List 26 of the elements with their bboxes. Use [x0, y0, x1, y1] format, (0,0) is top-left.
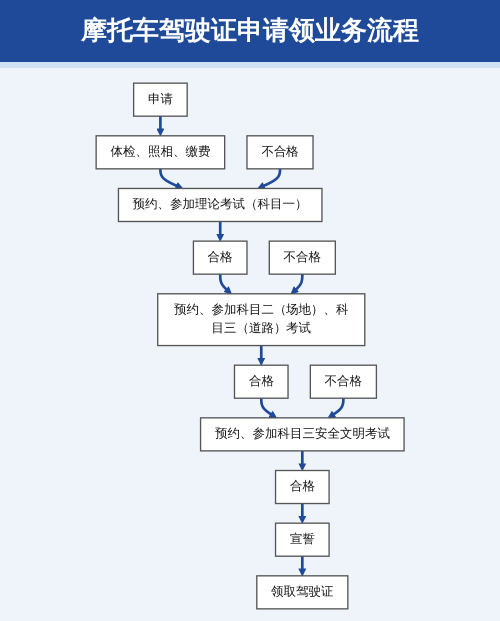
node-box: 申请 — [132, 82, 188, 117]
arrow — [257, 168, 282, 190]
node-box: 合格 — [274, 470, 330, 504]
arrow — [298, 556, 306, 576]
arrow — [260, 398, 277, 418]
node-box: 预约、参加科目二（场地）、科目三（道路）考试 — [156, 293, 366, 346]
arrow — [257, 346, 266, 366]
arrow — [218, 274, 232, 294]
arrow — [298, 450, 306, 471]
node-box: 宣誓 — [274, 522, 330, 557]
node-box: 不合格 — [246, 135, 314, 170]
node-box: 体检、照相、缴费 — [95, 135, 226, 170]
node-box: 不合格 — [268, 240, 336, 275]
arrow — [328, 398, 345, 418]
node-box: 合格 — [192, 240, 248, 275]
arrow — [216, 222, 224, 242]
arrow — [158, 168, 183, 190]
arrow — [156, 116, 164, 136]
node-box: 合格 — [234, 364, 289, 399]
node-box: 预约、参加理论考试（科目一） — [118, 188, 322, 222]
node-box: 预约、参加科目三安全文明考试 — [200, 417, 405, 452]
title: 摩托车驾驶证申请领业务流程 — [0, 0, 500, 68]
node-box: 不合格 — [310, 364, 377, 399]
arrow — [298, 504, 306, 524]
node-box: 领取驾驶证 — [256, 575, 348, 610]
arrow — [290, 274, 304, 294]
